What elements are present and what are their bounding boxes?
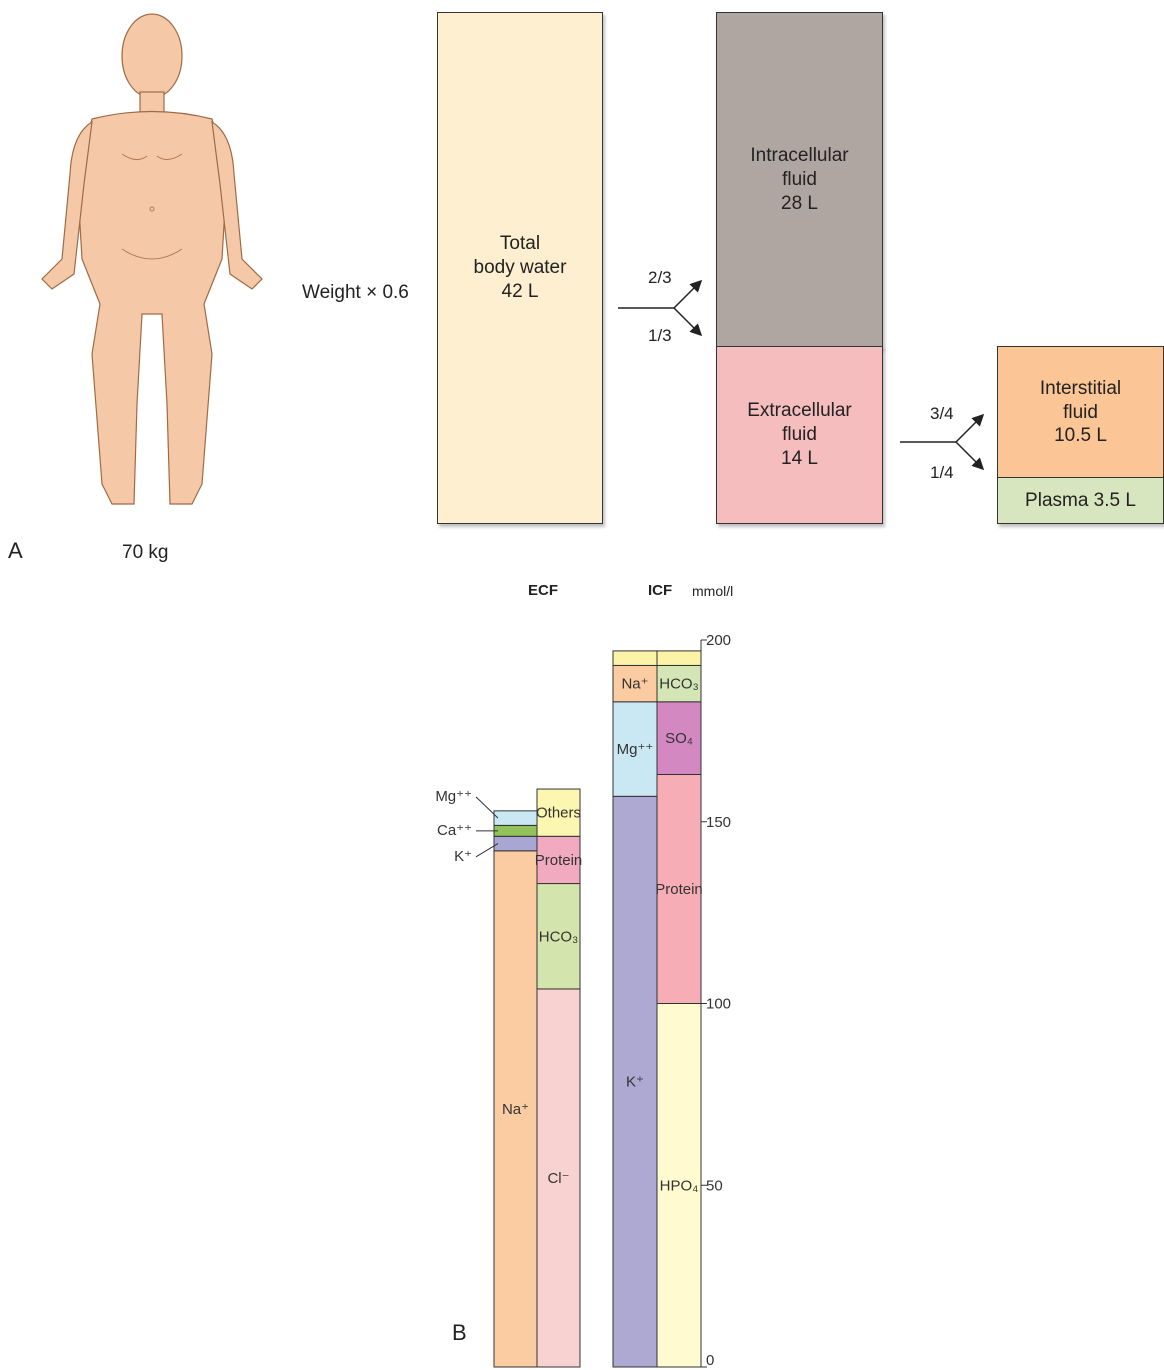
segment-label-1-3: Others (536, 805, 581, 822)
y-tick-label-4: 200 (706, 632, 731, 649)
segment-label-2-2: Na⁺ (621, 676, 648, 693)
segment-label-1-0: Cl⁻ (547, 1170, 569, 1187)
segment-ecf-cations-2 (494, 825, 537, 836)
y-tick-label-2: 100 (706, 996, 731, 1013)
segment-label-3-2: SO₄ (665, 730, 693, 747)
segment-label-1-2: Protein (535, 852, 583, 869)
segment-label-2-0: K⁺ (626, 1074, 644, 1091)
callout-line-0-3 (476, 797, 498, 818)
segment-label-0-1: K⁺ (454, 848, 472, 865)
segment-ecf-cations-1 (494, 836, 537, 851)
segment-label-3-0: HPO₄ (660, 1177, 699, 1194)
segment-label-3-3: HCO₃ (659, 676, 698, 693)
segment-label-2-1: Mg⁺⁺ (617, 741, 654, 758)
segment-label-0-0: Na⁺ (502, 1101, 529, 1118)
segment-label-0-3: Mg⁺⁺ (435, 788, 472, 805)
y-tick-label-0: 0 (706, 1352, 714, 1369)
segment-icf-anions-4 (657, 651, 701, 666)
segment-label-3-1: Protein (655, 881, 703, 898)
segment-icf-cations-3 (613, 651, 657, 666)
segment-ecf-cations-3 (494, 811, 537, 826)
y-tick-label-1: 50 (706, 1177, 723, 1194)
y-tick-label-3: 150 (706, 814, 731, 831)
segment-label-0-2: Ca⁺⁺ (437, 822, 472, 839)
segment-label-1-1: HCO₃ (539, 928, 578, 945)
